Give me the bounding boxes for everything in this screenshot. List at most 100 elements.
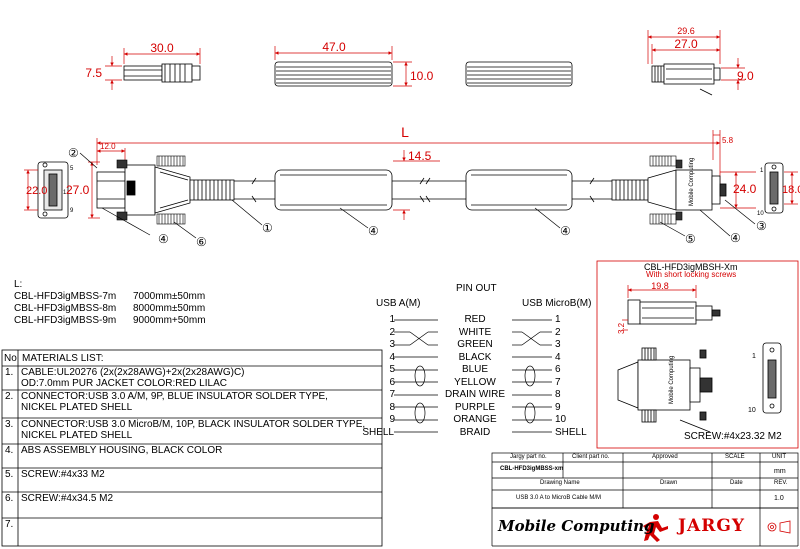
pinout-left-pin: 4 [389,351,395,363]
material-description-line2: NICKEL PLATED SHELL [21,402,133,413]
tb-part-no-header: Jargy part no. [510,454,547,460]
callout-1: ① [262,221,273,235]
tb-client-header: Client part no. [572,454,610,460]
pinout-wire-color: ORANGE [453,414,497,425]
dimension-b-front [784,171,798,205]
pinout-right-pin: 1 [555,314,561,325]
dim-top-a-height: 7.5 [85,66,102,80]
pinout-wire-color: YELLOW [454,376,496,388]
pin-b-1: 1 [760,168,764,174]
overmold-top-view [274,61,393,87]
dim-ferrite-od: 14.5 [408,149,432,163]
cable-jacket [234,177,612,203]
dim-overall-length: L [401,124,409,140]
variant-pin-10: 10 [748,407,756,414]
tb-approved-header: Approved [652,454,678,460]
dim-top-b-outer: 29.6 [677,26,695,36]
usb-a-front-view [37,161,69,219]
callout-4-a: ④ [158,232,169,246]
material-number: 7. [5,519,14,530]
callout-3: ③ [756,219,767,233]
tb-drawing-name-header: Drawing Name [540,480,580,486]
variant-title: CBL-HFD3igMBSH-Xm [644,262,738,272]
variant-front-view [762,342,782,414]
pinout-right-pin: 6 [555,364,561,375]
material-number: 4. [5,445,14,456]
pinout-right-pin: 3 [555,339,561,350]
dimension-b-height [720,171,756,209]
dim-top-a-length: 30.0 [150,41,174,55]
overmold-brand-text: Mobile Computing [689,158,695,206]
pinout-right-pin: SHELL [555,426,587,438]
variant-overmold-text: Mobile Computing [669,356,675,404]
tb-unit: mm [774,468,786,475]
pin-a-1: 1 [63,190,67,196]
tb-scale-header: SCALE [725,454,745,460]
pinout-left-pin: 9 [389,414,395,425]
material-number: 3. [5,419,14,430]
pinout-wire-color: PURPLE [454,401,495,413]
projection-symbol-icon [767,520,791,534]
dim-front-a-height: 27.0 [66,183,90,197]
pin-b-10: 10 [757,211,764,217]
tb-rev-header: REV. [774,480,788,486]
dim-variant-height: 3.2 [617,322,626,334]
pinout-left-header: USB A(M) [376,298,421,309]
pinout-left-pin: 2 [389,326,395,338]
dim-top-b-inner: 27.0 [674,37,698,51]
pinout-wire-color: WHITE [458,326,492,338]
dim-variant-length: 19.8 [651,281,669,291]
microb-side-view [611,169,727,211]
variant-top-view [627,299,721,325]
title-block-grid [491,452,799,547]
dim-a-12: 12.0 [100,142,116,151]
materials-table-grid [1,349,383,547]
pinout-wires [394,319,552,433]
model-row-9m: CBL-HFD3igMBSS-9m [14,315,117,326]
brand-logo-left: Mobile Computing [498,517,655,535]
tb-date-header: Date [730,480,743,486]
ferrite-side [465,169,573,211]
callout-4-b: ④ [730,231,741,245]
materials-no-header: No [4,353,17,364]
variant-subtitle: With short locking screws [646,270,737,279]
dimension-top-mold [274,46,412,87]
pinout-wire-color: GREEN [457,339,493,350]
callout-leaders [79,152,756,239]
dimension-top-b [647,30,745,90]
pinout-right-pin: 2 [555,326,561,338]
length-row-8m: 8000mm±50mm [133,303,206,314]
dim-top-mold-height: 10.0 [410,69,434,83]
model-row-8m: CBL-HFD3igMBSS-8m [14,303,117,314]
tb-part-no: CBL-HFD3igMBSS-xm [500,466,564,472]
variant-pin-1: 1 [752,353,756,360]
callout-4-mold: ④ [368,224,379,238]
dimension-top-a [105,48,201,90]
pinout-right-pin: 9 [555,401,561,413]
pinout-right-pin: 7 [555,376,561,388]
pinout-title: PIN OUT [456,283,497,294]
materials-title: MATERIALS LIST: [22,353,104,364]
variant-frame [596,260,799,449]
pinout-left-pin: 5 [389,364,395,375]
material-description-line1: CONNECTOR:USB 3.0 A/M, 9P, BLUE INSULATO… [21,391,328,402]
pin-a-5: 5 [70,166,74,172]
tb-rev: 1.0 [774,495,784,502]
pinout-left-pin: 6 [389,376,395,388]
pinout-wire-color: BLACK [458,351,492,363]
microb-locking-screws [649,155,683,225]
tb-drawing-name: USB 3.0 A to MicroB Cable M/M [516,495,602,501]
material-description-line2: NICKEL PLATED SHELL [21,430,133,441]
tb-drawn-header: Drawn [660,480,678,486]
dim-top-mold-length: 47.0 [322,40,346,54]
pin-a-9: 9 [70,208,74,214]
pinout-wire-color: RED [464,314,486,325]
material-number: 1. [5,367,14,378]
dim-top-b-height: 9.0 [737,69,754,83]
material-number: 2. [5,391,14,402]
overmold-side [274,169,393,211]
variant-screw-label: SCREW:#4x23.32 M2 [684,431,782,442]
usb-a-side-view [96,164,235,216]
material-description-line1: CABLE:UL20276 (2x(2x28AWG)+2x(2x28AWG)C) [21,367,245,378]
